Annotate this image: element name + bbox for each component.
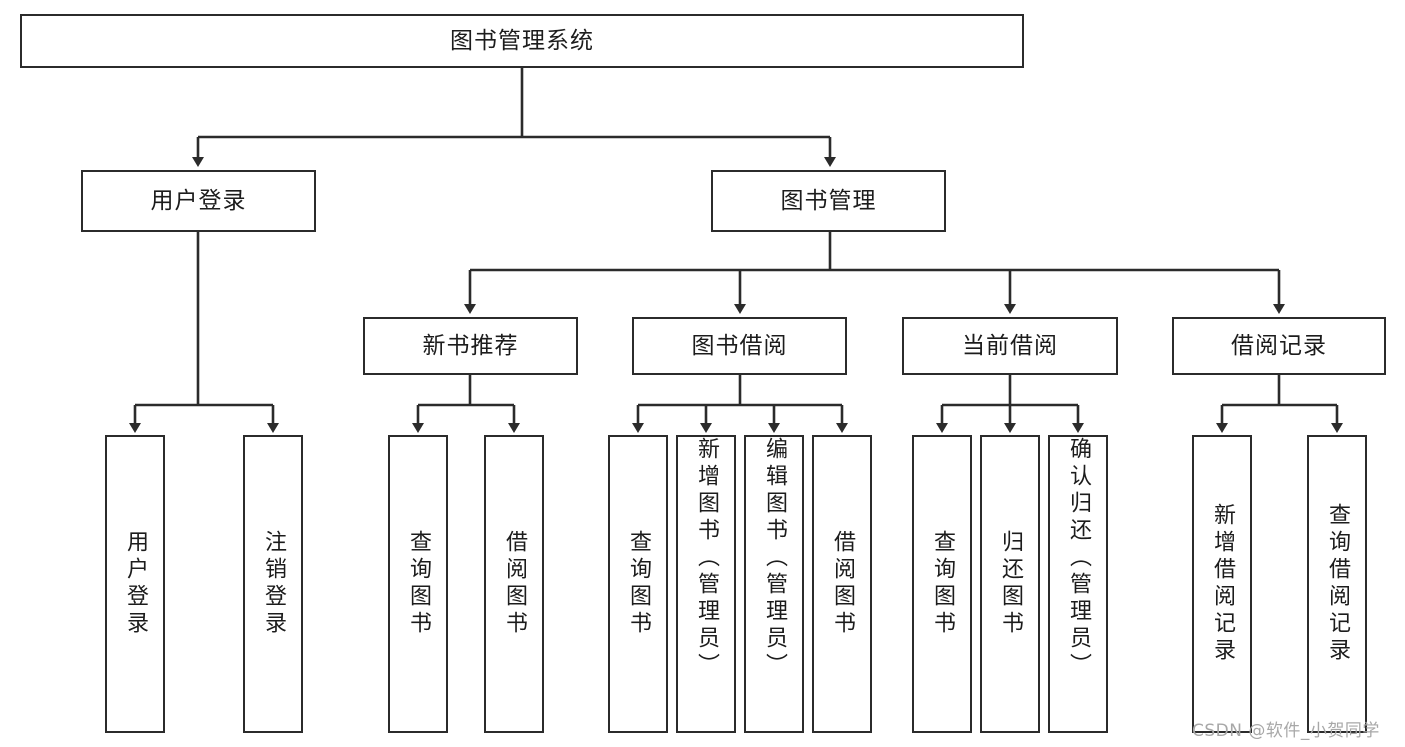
leaf-query-book-borrow[interactable]: 查询图书 [608, 435, 668, 733]
node-label: 当前借阅 [962, 332, 1058, 359]
node-label: 借阅记录 [1231, 332, 1327, 359]
node-label: 新增借阅记录 [1210, 503, 1235, 665]
node-current-borrow[interactable]: 当前借阅 [902, 317, 1118, 375]
node-user-login[interactable]: 用户登录 [81, 170, 316, 232]
node-label: 查询图书 [930, 530, 955, 638]
node-label: 用户登录 [123, 530, 148, 638]
node-label: 图书管理 [780, 187, 877, 214]
node-label: 查询借阅记录 [1325, 503, 1350, 665]
node-borrow-record[interactable]: 借阅记录 [1172, 317, 1386, 375]
leaf-query-book-recommend[interactable]: 查询图书 [388, 435, 448, 733]
csdn-watermark: CSDN @软件_小贺同学 [1192, 721, 1380, 741]
leaf-query-borrow-record[interactable]: 查询借阅记录 [1307, 435, 1367, 733]
node-label: 新书推荐 [422, 332, 519, 359]
leaf-query-book-current[interactable]: 查询图书 [912, 435, 972, 733]
node-root-book-management-system[interactable]: 图书管理系统 [20, 14, 1024, 68]
node-label: 归还图书 [998, 530, 1023, 638]
leaf-add-book-admin[interactable]: 新增图书（管理员） [676, 435, 736, 733]
leaf-return-book[interactable]: 归还图书 [980, 435, 1040, 733]
leaf-confirm-return-admin[interactable]: 确认归还（管理员） [1048, 435, 1108, 733]
node-label: 查询图书 [406, 530, 431, 638]
leaf-add-borrow-record[interactable]: 新增借阅记录 [1192, 435, 1252, 733]
node-label: 查询图书 [626, 530, 651, 638]
node-label: 确认归还（管理员） [1066, 437, 1091, 680]
node-label: 用户登录 [150, 187, 247, 214]
leaf-edit-book-admin[interactable]: 编辑图书（管理员） [744, 435, 804, 733]
node-label: 图书借阅 [691, 332, 788, 359]
leaf-borrow-book-recommend[interactable]: 借阅图书 [484, 435, 544, 733]
node-label: 借阅图书 [830, 530, 855, 638]
node-label: 借阅图书 [502, 530, 527, 638]
node-label: 注销登录 [261, 530, 286, 638]
leaf-borrow-book[interactable]: 借阅图书 [812, 435, 872, 733]
leaf-user-login[interactable]: 用户登录 [105, 435, 165, 733]
node-label: 编辑图书（管理员） [762, 437, 787, 680]
leaf-logout[interactable]: 注销登录 [243, 435, 303, 733]
node-label: 新增图书（管理员） [694, 437, 719, 680]
node-label: 图书管理系统 [450, 27, 594, 54]
node-new-book-recommend[interactable]: 新书推荐 [363, 317, 578, 375]
node-book-borrow[interactable]: 图书借阅 [632, 317, 847, 375]
node-book-management[interactable]: 图书管理 [711, 170, 946, 232]
